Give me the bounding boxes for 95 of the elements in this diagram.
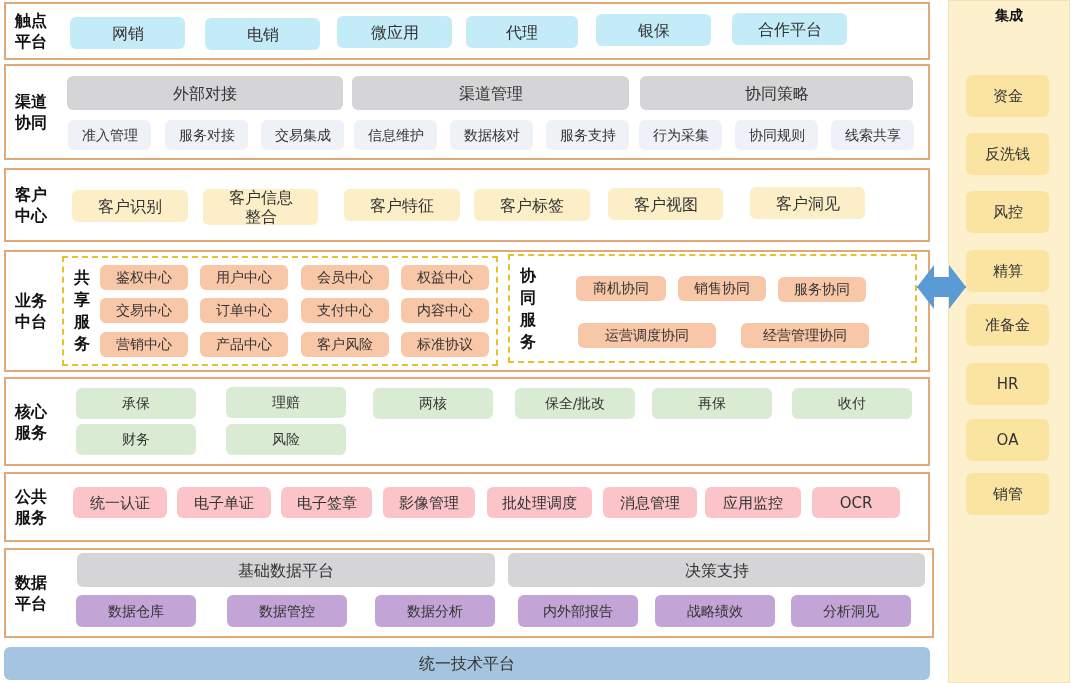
dashed-group-box [62, 256, 498, 366]
layer-title: 客户中心 [14, 184, 48, 226]
category-bar: 协同策略 [640, 76, 913, 110]
module-box: 会员中心 [300, 264, 389, 290]
category-bar: 基础数据平台 [77, 553, 495, 587]
module-box: 服务对接 [165, 120, 248, 150]
layer-title: 数据平台 [14, 572, 48, 614]
module-box: 客户标签 [474, 189, 590, 221]
module-box: 影像管理 [383, 487, 475, 518]
module-box: OA [966, 419, 1049, 461]
layer-title: 业务中台 [14, 290, 48, 332]
layer-panel [4, 64, 930, 160]
module-box: 微应用 [337, 16, 452, 48]
module-box: 用户中心 [199, 264, 288, 290]
module-box: 银保 [596, 14, 711, 46]
module-box: 权益中心 [400, 264, 489, 290]
module-box: 准入管理 [68, 120, 151, 150]
module-box: 理赔 [226, 387, 346, 418]
module-box: 交易中心 [99, 297, 188, 323]
module-box: 再保 [652, 388, 772, 419]
module-box: 运营调度协同 [577, 322, 716, 348]
module-box: 应用监控 [705, 487, 801, 518]
category-bar: 渠道管理 [352, 76, 629, 110]
module-box: 战略绩效 [655, 595, 775, 627]
dashed-group-box [508, 254, 917, 363]
layer-panel [4, 168, 930, 242]
panel-title: 集成 [994, 6, 1024, 24]
module-box: 数据管控 [227, 595, 347, 627]
module-box: 内容中心 [400, 297, 489, 323]
module-box: 内外部报告 [518, 595, 638, 627]
module-box: 代理 [466, 16, 578, 48]
module-box: 支付中心 [300, 297, 389, 323]
module-box: 客户视图 [608, 188, 723, 220]
module-box: 协同规则 [735, 120, 818, 150]
module-box: 电销 [205, 18, 320, 50]
module-box: 客户特征 [344, 189, 460, 221]
module-box: 营销中心 [99, 331, 188, 357]
category-bar: 外部对接 [67, 76, 343, 110]
module-box: 数据仓库 [76, 595, 196, 627]
module-box: 鉴权中心 [99, 264, 188, 290]
platform-bar: 统一技术平台 [4, 647, 930, 680]
module-box: 承保 [76, 388, 196, 419]
double-arrow [916, 265, 967, 309]
category-bar: 决策支持 [508, 553, 925, 587]
module-box: 准备金 [966, 304, 1049, 346]
module-box: 商机协同 [575, 275, 666, 301]
module-box: 电子单证 [177, 487, 271, 518]
module-box: 服务支持 [546, 120, 629, 150]
module-box: 分析洞见 [791, 595, 911, 627]
module-box: 销管 [966, 473, 1049, 515]
module-box: 网销 [70, 17, 185, 49]
module-box: 保全/批改 [515, 388, 635, 419]
module-box: 财务 [76, 424, 196, 455]
module-box: 数据核对 [450, 120, 533, 150]
module-box: 数据分析 [375, 595, 495, 627]
module-box: 反洗钱 [966, 133, 1049, 175]
layer-title: 触点平台 [14, 10, 48, 52]
side-panel [948, 0, 1070, 683]
module-box: 标准协议 [400, 331, 489, 357]
layer-panel [4, 2, 930, 60]
layer-title: 核心服务 [14, 400, 48, 443]
group-title: 共享服务 [73, 267, 91, 355]
module-box: 客户信息整合 [203, 189, 318, 225]
module-box: 订单中心 [199, 297, 288, 323]
module-box: OCR [812, 487, 900, 518]
layer-panel [4, 472, 930, 542]
module-box: 销售协同 [677, 275, 766, 301]
module-box: 收付 [792, 388, 912, 419]
module-box: 服务协同 [777, 276, 866, 302]
module-box: 风控 [966, 191, 1049, 233]
module-box: 行为采集 [639, 120, 722, 150]
module-box: 消息管理 [603, 487, 697, 518]
module-box: 电子签章 [281, 487, 372, 518]
module-box: 客户风险 [300, 331, 389, 357]
module-box: HR [966, 363, 1049, 405]
module-box: 精算 [966, 250, 1049, 292]
module-box: 资金 [966, 75, 1049, 117]
module-box: 线索共享 [831, 120, 914, 150]
layer-panel [4, 548, 934, 638]
module-box: 经营管理协同 [740, 322, 869, 348]
module-box: 统一认证 [73, 487, 167, 518]
layer-panel [4, 377, 930, 466]
module-box: 交易集成 [261, 120, 344, 150]
module-box: 产品中心 [199, 331, 288, 357]
layer-panel [4, 250, 930, 372]
module-box: 信息维护 [354, 120, 437, 150]
layer-title: 渠道协同 [14, 91, 48, 133]
group-title: 协同服务 [519, 264, 537, 353]
module-box: 合作平台 [732, 13, 847, 45]
module-box: 客户洞见 [750, 187, 865, 219]
layer-title: 公共服务 [14, 486, 48, 528]
module-box: 两核 [373, 388, 493, 419]
module-box: 批处理调度 [487, 487, 592, 518]
module-box: 客户识别 [72, 190, 188, 222]
module-box: 风险 [226, 424, 346, 455]
